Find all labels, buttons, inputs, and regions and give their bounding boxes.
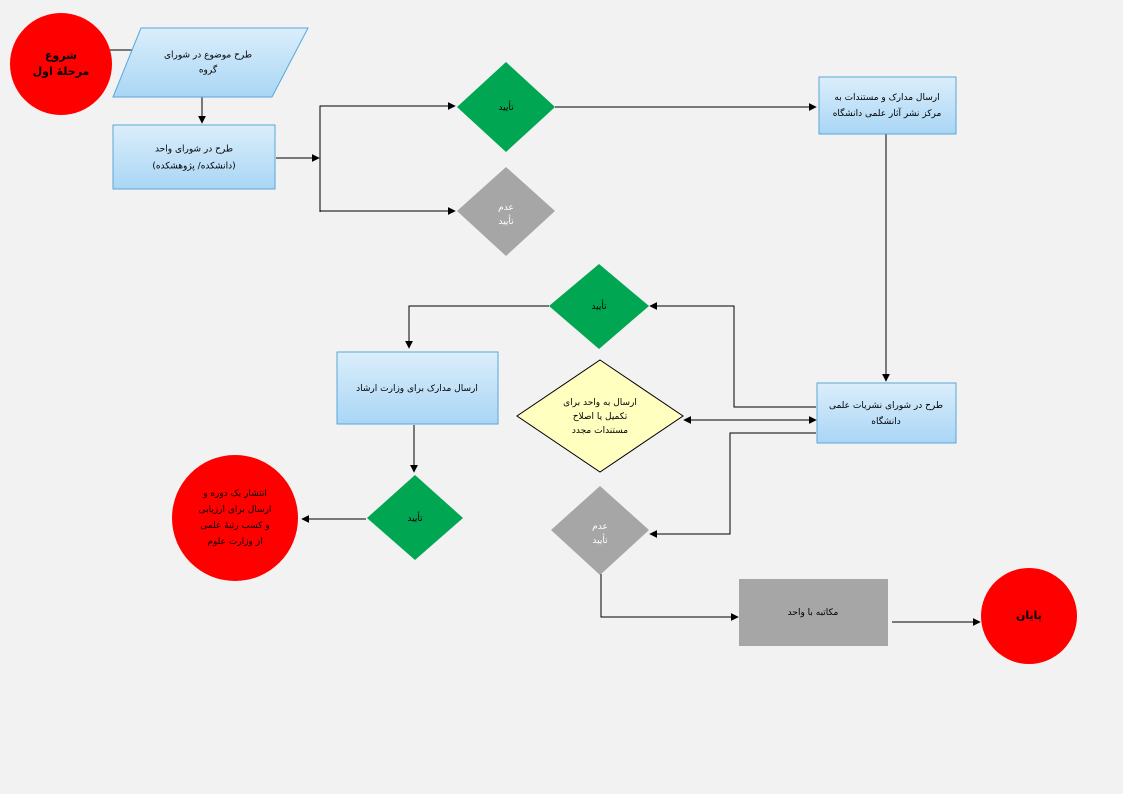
send-ministry-node[interactable]: ارسال مدارک برای وزارت ارشاد xyxy=(336,351,499,425)
group_council-line: گروه xyxy=(199,63,218,75)
revise-decision[interactable]: ارسال به واحد برای تکمیل یا اصلاح مستندات … xyxy=(516,359,684,473)
start-label: شروع مرحلهٔ اول xyxy=(33,49,90,78)
publish-line: انتشار یک دوره و xyxy=(202,489,267,499)
send_ministry-line: ارسال مدارک برای وزارت ارشاد xyxy=(356,383,478,394)
unit_council-line: طرح در شورای واحد xyxy=(155,144,233,154)
reject_2-line: عدم xyxy=(592,522,608,532)
reply-unit-label: مکاتبه با واحد xyxy=(788,608,839,618)
approve_1-line: تأیید xyxy=(498,100,514,113)
group-council-label: طرح موضوع در شورای گروه xyxy=(164,50,252,75)
send_center-line: ارسال مدارک و مستندات به xyxy=(834,92,939,103)
edge-approve-2-to-ministry xyxy=(405,305,549,349)
end-node[interactable]: پایان xyxy=(981,568,1077,664)
approve-1-label: تأیید xyxy=(498,100,514,113)
reply-unit-node[interactable]: مکاتبه با واحد xyxy=(739,579,888,646)
approve-2-decision[interactable]: تأیید xyxy=(549,264,649,349)
group-council-node[interactable]: طرح موضوع در شورای گروه xyxy=(112,27,309,98)
nodes: شروع مرحلهٔ اول طرح موضوع در شورای گروه طر… xyxy=(10,13,1077,664)
reply_unit-line: مکاتبه با واحد xyxy=(788,608,839,618)
send-center-label: ارسال مدارک و مستندات به مرکز نشر آثار عل… xyxy=(833,92,942,119)
approve-3-decision[interactable]: تأیید xyxy=(367,475,463,560)
publications-council-label: طرح در شورای نشریات علمی دانشگاه xyxy=(829,401,943,427)
revise-line: تکمیل یا اصلاح xyxy=(573,412,628,422)
approve-3-label: تأیید xyxy=(407,511,423,524)
reject_1-line: عدم xyxy=(498,203,514,213)
send_center-line: مرکز نشر آثار علمی دانشگاه xyxy=(833,107,942,119)
publications_council-line: دانشگاه xyxy=(871,415,900,427)
group_council-line: طرح موضوع در شورای xyxy=(164,50,252,60)
edge-publications-to-approve-2 xyxy=(649,302,816,408)
edge-split-to-approve-1 xyxy=(319,102,456,212)
approve_3-line: تأیید xyxy=(407,511,423,524)
unit-council-label: طرح در شورای واحد (دانشکده/ پژوهشکده) xyxy=(152,144,235,171)
end-line: پایان xyxy=(1016,609,1042,622)
revise-line: ارسال به واحد برای xyxy=(563,398,637,408)
unit_council-line: (دانشکده/ پژوهشکده) xyxy=(152,161,235,171)
start-line: شروع xyxy=(45,49,77,62)
publish-node[interactable]: انتشار یک دوره و ارسال برای ارزیابی و کسب … xyxy=(172,455,298,581)
approve-1-decision[interactable]: تأیید xyxy=(457,62,555,152)
edge-publications-to-reject-2 xyxy=(649,432,816,538)
approve_2-line: تأیید xyxy=(591,299,607,312)
unit-council-node[interactable]: طرح در شورای واحد (دانشکده/ پژوهشکده) xyxy=(112,124,276,190)
edges xyxy=(110,46,981,626)
revise-label: ارسال به واحد برای تکمیل یا اصلاح مستندات … xyxy=(563,398,637,436)
send-ministry-label: ارسال مدارک برای وزارت ارشاد xyxy=(356,383,478,394)
approve-2-label: تأیید xyxy=(591,299,607,312)
publish-line: از وزارت علوم xyxy=(207,537,262,547)
publish-line: ارسال برای ارزیابی xyxy=(199,505,272,515)
publications-council-node[interactable]: طرح در شورای نشریات علمی دانشگاه xyxy=(816,382,957,444)
reject_2-line: تأیید xyxy=(592,533,608,546)
reject_1-line: تأیید xyxy=(498,214,514,227)
start-line: مرحلهٔ اول xyxy=(33,65,90,78)
send-center-node[interactable]: ارسال مدارک و مستندات به مرکز نشر آثار عل… xyxy=(818,76,957,135)
publish-label: انتشار یک دوره و ارسال برای ارزیابی و کسب … xyxy=(199,489,272,547)
publish-line: و کسب رتبهٔ علمی xyxy=(200,521,270,531)
end-label: پایان xyxy=(1016,609,1042,622)
publications_council-line: طرح در شورای نشریات علمی xyxy=(829,401,943,411)
start-node[interactable]: شروع مرحلهٔ اول xyxy=(10,13,112,115)
edge-reject-2-to-reply xyxy=(600,574,739,621)
revise-line: مستندات مجدد xyxy=(572,426,628,436)
